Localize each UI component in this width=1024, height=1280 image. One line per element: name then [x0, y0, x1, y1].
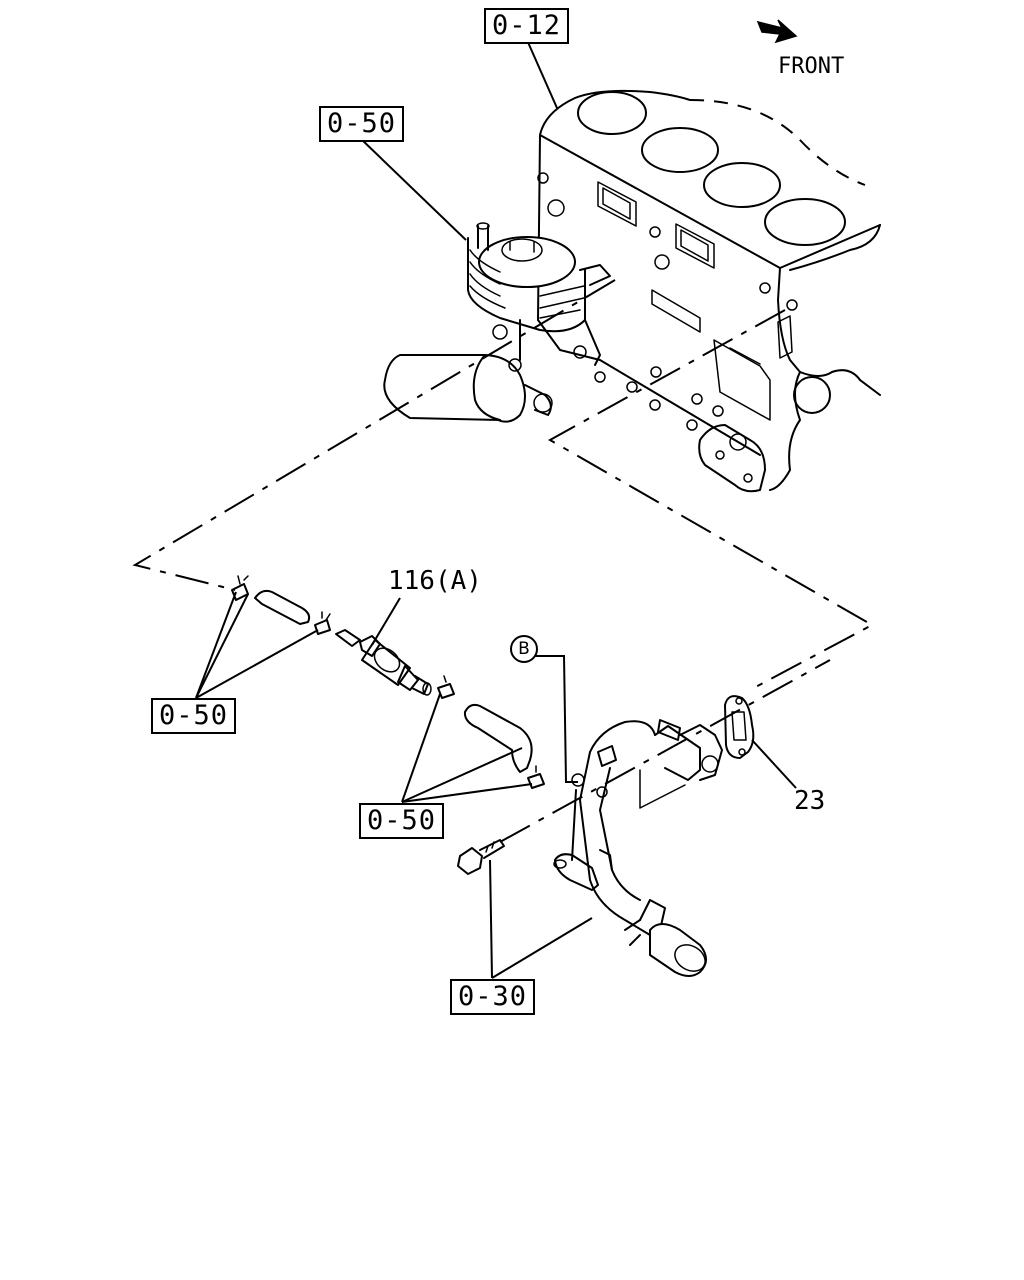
ref-cylinder-block: 0-12 [484, 8, 570, 44]
ref-hose-clamps-right: 0-50 [359, 803, 445, 839]
front-label: FRONT [778, 54, 845, 79]
ref-oil-cooler: 0-50 [319, 106, 405, 142]
callout-b: B [510, 635, 538, 663]
engine-block [537, 89, 881, 493]
ref-pipe-bolt: 0-30 [450, 979, 536, 1015]
leader-clamp-l2 [195, 593, 249, 699]
front-arrow-icon [756, 19, 798, 44]
gasket-part [724, 695, 755, 759]
connection-line-bolt [499, 659, 831, 843]
leader-gasket [751, 739, 797, 789]
leader-clamp-r1 [401, 693, 441, 803]
ref-hose-clamps-left: 0-50 [151, 698, 237, 734]
hose-lower [463, 703, 533, 773]
connection-line-left [132, 279, 616, 591]
part-label-fuel-filter: 116(A) [388, 566, 482, 596]
oil-filter [383, 354, 553, 423]
leader-clamp-l1 [195, 591, 237, 699]
flange-bolt [457, 839, 505, 875]
leader-cooler [359, 137, 467, 241]
connection-line-right [547, 309, 875, 691]
water-pipe-assembly [553, 719, 723, 977]
leader-116 [371, 597, 401, 646]
leader-bolt-2 [491, 917, 593, 979]
part-label-gasket: 23 [794, 786, 826, 816]
leader-b [534, 655, 578, 783]
leader-clamp-r2 [401, 747, 523, 803]
leader-clamp-r3 [401, 783, 533, 803]
leader-block [526, 39, 558, 109]
hose-upper-left [254, 589, 311, 625]
leader-clamp-l3 [195, 629, 319, 699]
oil-cooler [467, 222, 611, 372]
leader-bolt-1 [489, 859, 493, 979]
fuel-filter-part [335, 629, 432, 696]
